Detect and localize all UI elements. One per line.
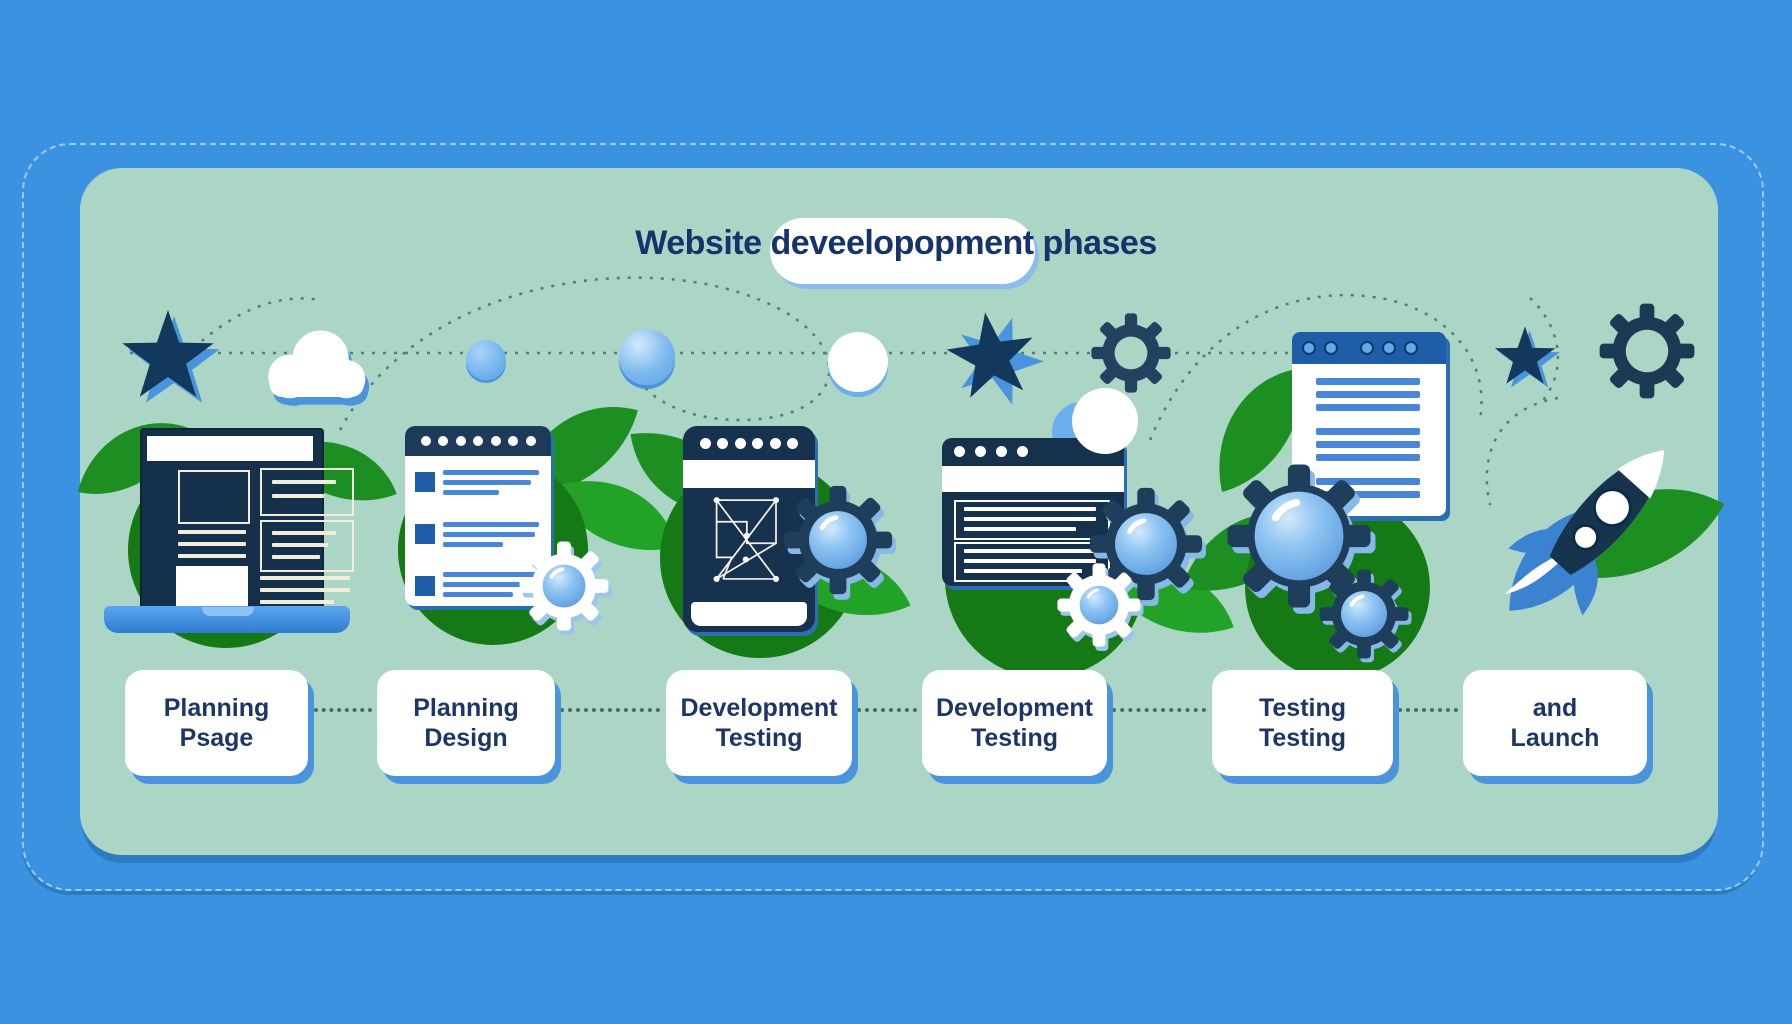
circle-icon: [1072, 388, 1138, 454]
document-header: [405, 426, 551, 456]
dotted-connector: [1398, 708, 1458, 712]
stage-label-line: Launch: [1510, 724, 1600, 752]
browser-window-gears-icon: [942, 438, 1124, 586]
laptop-base: [104, 606, 350, 633]
document-header: [1292, 332, 1446, 364]
stage-label-line: Psage: [179, 724, 254, 752]
wireframe-box: [954, 542, 1110, 582]
star-icon: [1494, 326, 1560, 388]
gear-icon: [783, 485, 896, 600]
gear-icon: [1089, 487, 1206, 606]
stage-label-development-2: Development Testing: [922, 670, 1107, 776]
stage-label-line: Planning: [413, 693, 519, 722]
stage-label-line: Development: [936, 693, 1093, 722]
checklist-document-icon: [405, 426, 551, 606]
title-pill: [770, 218, 1035, 284]
stage-label-line: Testing: [1258, 693, 1347, 722]
dots-row: [954, 446, 1028, 457]
gear-icon: [1227, 464, 1376, 614]
cloud-icon: [268, 330, 370, 406]
circle-icon: [828, 332, 888, 392]
gear-icon: [1057, 563, 1144, 651]
rocket-icon: [1505, 449, 1665, 616]
mobile-wireframe-gear-icon: [683, 426, 815, 632]
stage-label-line: Planning: [163, 693, 270, 722]
stage-label-line: Testing: [1258, 724, 1347, 752]
stage-label-line: Development: [680, 693, 838, 722]
dotted-connector: [314, 708, 372, 712]
dotted-connector: [560, 708, 660, 712]
sphere-icon: [619, 329, 675, 385]
wireframe-graph: [713, 497, 780, 582]
wireframe-box: [176, 566, 248, 606]
dotted-connector: [857, 708, 917, 712]
wireframe-box: [954, 500, 1110, 540]
checkbox: [415, 472, 435, 492]
dot-circle-icon: [466, 340, 506, 380]
dotted-connector: [1112, 708, 1206, 712]
gear-icon: [1599, 303, 1695, 399]
gear-icon: [1091, 313, 1171, 393]
gear-icon: [519, 541, 612, 636]
stage-label-line: Testing: [715, 724, 803, 752]
laptop-wireframe-icon: [140, 428, 354, 612]
checkbox: [415, 524, 435, 544]
dots-row: [683, 436, 815, 450]
wireframe-box: [260, 520, 354, 572]
stage-label-line: and: [1532, 693, 1578, 722]
laptop-topbar: [147, 436, 313, 461]
stage-label-line: Design: [424, 724, 508, 752]
stage-label-planning: Planning Psage: [125, 670, 308, 776]
stage-label-design: Planning Design: [377, 670, 555, 776]
star-icon: [122, 310, 220, 403]
stage-label-launch: and Launch: [1463, 670, 1647, 776]
gear-icon: [1319, 569, 1412, 663]
page-title: Website deveelopopment phases: [635, 224, 1157, 262]
document-gears-icon: [1292, 332, 1446, 516]
checkbox: [415, 576, 435, 596]
stage-label-development: Development Testing: [666, 670, 852, 776]
wireframe-box: [260, 468, 354, 516]
wireframe-box: [178, 470, 250, 524]
stage-label-testing: Testing Testing: [1212, 670, 1393, 776]
stage-label-line: Testing: [970, 724, 1059, 752]
star-icon: [942, 304, 1054, 410]
